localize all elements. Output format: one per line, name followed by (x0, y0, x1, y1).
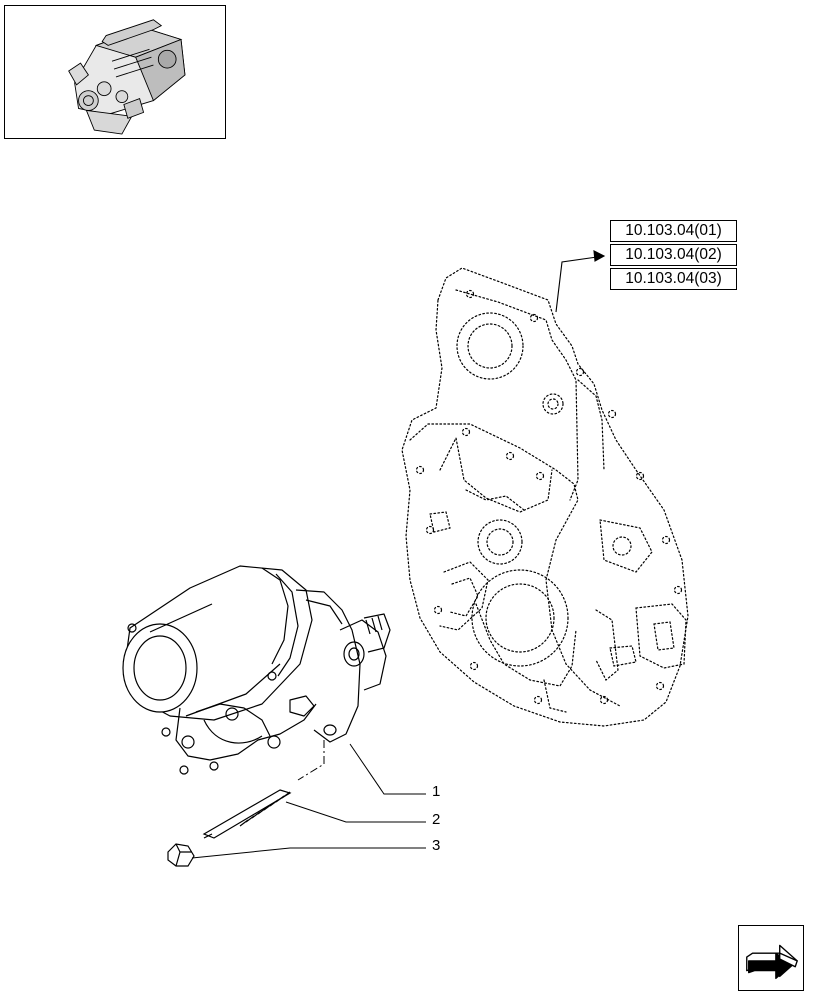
next-page-button[interactable] (738, 925, 804, 991)
reference-arrow (555, 250, 606, 313)
assembly-guide-line (297, 740, 325, 781)
callout-2: 2 (432, 811, 441, 828)
engine-thumbnail (4, 5, 226, 139)
stud-bolt (202, 789, 292, 839)
timing-cover-housing (401, 267, 689, 727)
reference-link-03[interactable]: 10.103.04(03) (610, 268, 737, 290)
callout-3: 3 (432, 837, 441, 854)
engine-thumbnail-icon (68, 19, 186, 135)
reference-link-02[interactable]: 10.103.04(02) (610, 244, 737, 266)
hex-nut (167, 843, 195, 867)
next-page-arrow-icon (746, 944, 798, 980)
reference-link-01[interactable]: 10.103.04(01) (610, 220, 737, 242)
leader-lines (191, 743, 426, 859)
callout-1: 1 (432, 783, 441, 800)
starter-motor (122, 565, 391, 775)
